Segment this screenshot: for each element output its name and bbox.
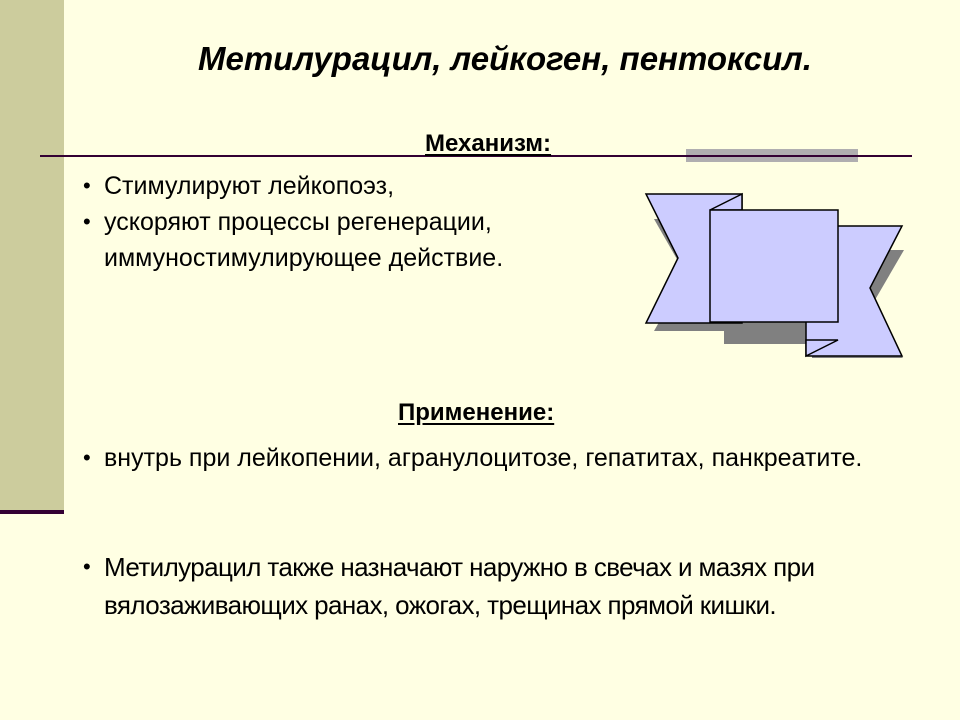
header-divider-overlay <box>686 155 912 157</box>
mechanism-list: •Стимулируют лейкопоэз, •ускоряют процес… <box>80 168 640 276</box>
application-heading: Применение: <box>398 399 555 426</box>
application-list-external: •Метилурацил также назначают наружно в с… <box>80 548 920 624</box>
sidebar-divider <box>0 510 64 514</box>
ribbon-banner-icon <box>644 192 904 358</box>
list-item: •Стимулируют лейкопоэз, <box>80 168 640 204</box>
list-item: •Метилурацил также назначают наружно в с… <box>80 548 920 624</box>
bullet-icon: • <box>83 554 91 579</box>
bullet-icon: • <box>83 445 91 470</box>
slide-title: Метилурацил, лейкоген, пентоксил. <box>198 40 812 77</box>
list-item: • внутрь при лейкопении, агранулоцитозе,… <box>80 438 900 478</box>
bullet-icon: • <box>83 209 91 234</box>
sidebar-band <box>0 0 64 512</box>
mechanism-heading: Механизм: <box>425 130 552 157</box>
header-divider <box>40 155 912 157</box>
application-list: • внутрь при лейкопении, агранулоцитозе,… <box>80 438 900 478</box>
bullet-icon: • <box>83 173 91 198</box>
list-item: •ускоряют процессы регенерации, иммуност… <box>80 204 640 276</box>
